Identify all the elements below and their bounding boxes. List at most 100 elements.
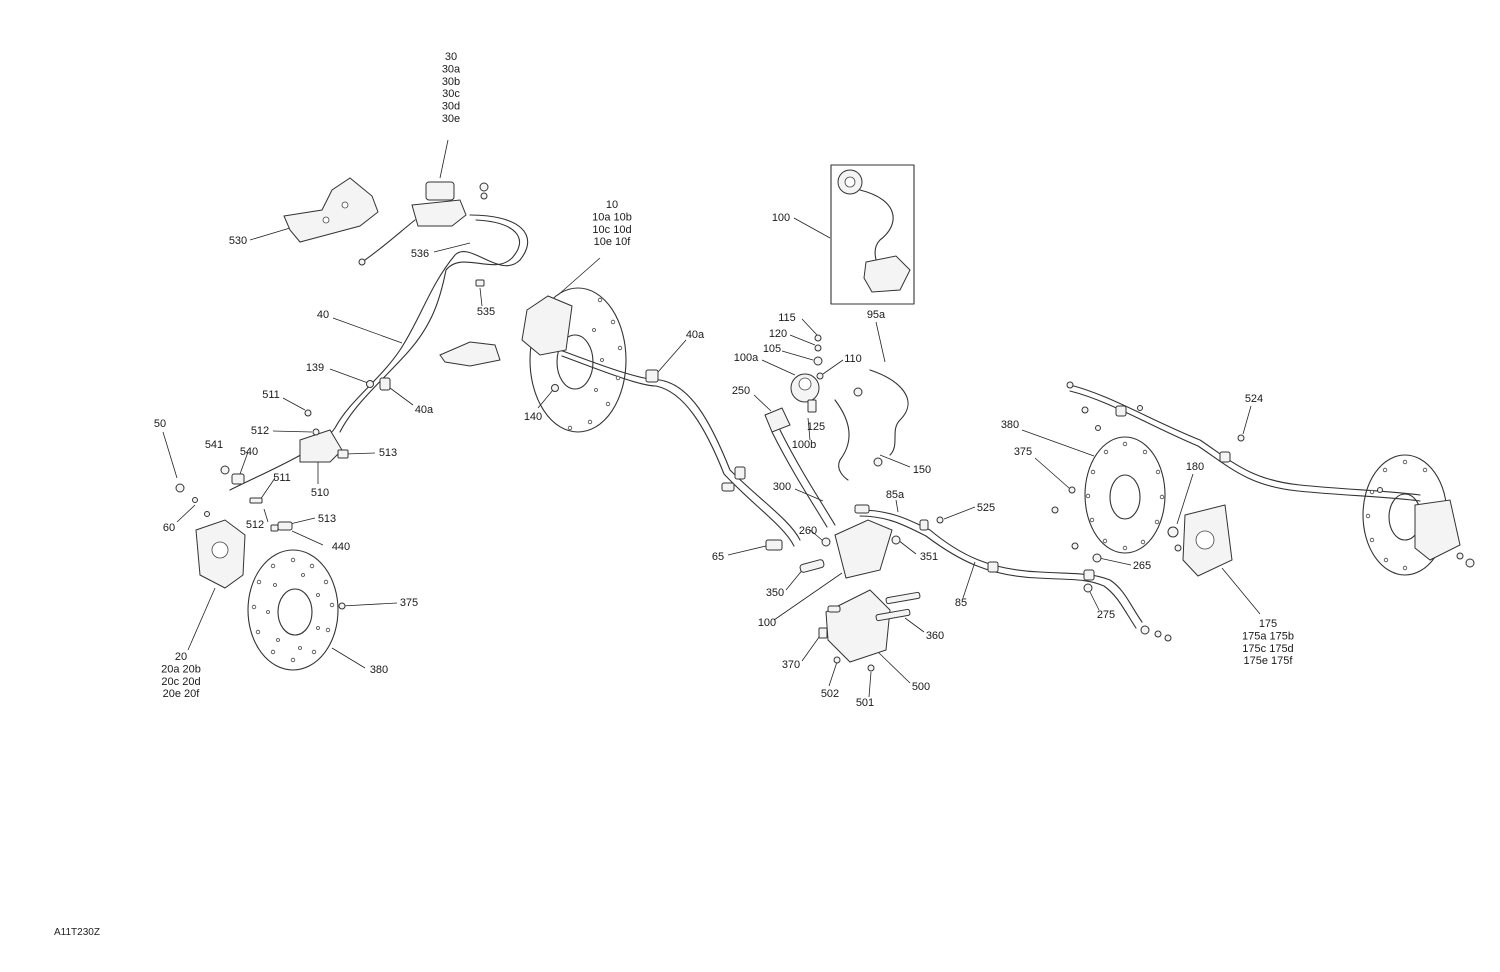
callout-line: 120 [769,328,787,340]
washer-512-top [312,428,320,436]
callout-line: 440 [332,541,350,553]
screw-525 [936,516,944,524]
callout-line: 115 [778,312,796,324]
callout-line: 95a [867,309,886,321]
callout-85: 85 [955,597,967,609]
callout-line: 175a 175b [1242,630,1294,642]
leader-85 [962,561,976,599]
leader-40 [332,317,403,344]
callout-250: 250 [732,385,750,397]
callout-40: 40 [317,309,329,321]
caliper-far-right-body [1414,499,1461,561]
callout-line: 10e 10f [594,236,632,248]
callout-line: 10 [606,199,618,211]
leader-100-top [793,217,831,239]
clip-540 [231,473,245,485]
caliper-10-bracket [439,341,501,367]
banjo-washer [480,192,488,200]
callout-line: 380 [370,664,388,676]
callout-375-right: 375 [1014,446,1032,458]
washer-60 [192,497,198,503]
nut-370 [818,627,828,639]
bolt-375-right [1068,486,1076,494]
callout-line: 375 [1014,446,1032,458]
callout-line: 139 [306,362,324,374]
brake-line-40a-return [561,355,795,547]
callout-275: 275 [1097,609,1115,621]
callout-line: 500 [912,681,930,693]
brake-lever [361,219,416,263]
callout-351: 351 [920,551,938,563]
callout-95a: 95a [867,309,886,321]
nut-260 [821,537,831,547]
disc-380-right-holes [1085,441,1165,551]
callout-line: 85 [955,597,967,609]
washer-120 [814,344,822,352]
callout-line: 175 [1259,618,1277,630]
fitting-150 [873,457,883,467]
callout-100-bottom: 100 [758,617,776,629]
callout-line: 510 [311,487,329,499]
callout-line: 30d [442,101,460,113]
callout-line: 30c [442,88,460,100]
callout-line: 175e 175f [1244,655,1294,667]
callout-line: 260 [799,525,817,537]
leader-105 [781,350,814,361]
callout-line: 65 [712,551,724,563]
fitting-95a [853,387,863,397]
callout-line: 30a [442,63,461,75]
leader-95a [875,321,886,363]
leader-525 [943,506,976,520]
fitting-85a [854,504,870,514]
callout-line: 175c 175d [1242,643,1293,655]
far-right-brake [1066,381,1475,576]
leader-100b [807,417,811,441]
brake-lines [229,189,1421,629]
callout-510: 510 [311,487,329,499]
master-cylinder-30 [358,181,489,266]
leader-380-left [331,647,366,669]
callout-line: 265 [1133,560,1151,572]
callout-line: 180 [1186,461,1204,473]
hose-95a [869,369,909,456]
bolt-513b [270,524,279,532]
reservoir-100a-cap [798,377,812,391]
bolt-502 [833,656,841,664]
leader-512-bottom [263,508,269,523]
callout-513-bottom: 513 [318,513,336,525]
disc-380-right-outer [1084,436,1166,554]
callout-150: 150 [913,464,931,476]
nut-85-end [1164,634,1172,642]
callout-120: 120 [769,328,787,340]
nut-351 [891,535,901,545]
reservoir-30 [425,181,455,201]
seal-110 [816,372,824,380]
callout-380-right: 380 [1001,419,1019,431]
bracket-530 [283,177,379,243]
callout-50: 50 [154,418,166,430]
callout-line: 50 [154,418,166,430]
clamp-85a [919,519,929,531]
callout-40a-mid: 40a [686,329,705,341]
leader-536 [433,242,471,253]
diagram-code: A11T230Z [54,927,100,938]
callout-100a: 100a [734,352,759,364]
callout-65: 65 [712,551,724,563]
inset-reservoir-cap [844,176,856,188]
leader-10 [557,257,601,296]
inset-master-cylinder [863,255,911,293]
brake-line-85 [859,509,1143,623]
callout-line: 10c 10d [592,224,631,236]
leader-275 [1089,591,1100,611]
leader-110 [822,359,844,375]
callout-524: 524 [1245,393,1263,405]
callout-line: 100 [758,617,776,629]
callout-line: 380 [1001,419,1019,431]
leader-540 [239,451,249,475]
disc-far-right-holes [1365,459,1428,571]
inset-100-frame [830,164,915,305]
callout-line: 110 [844,353,862,365]
caliper-10-body [521,295,573,356]
lever-tip [358,258,366,266]
